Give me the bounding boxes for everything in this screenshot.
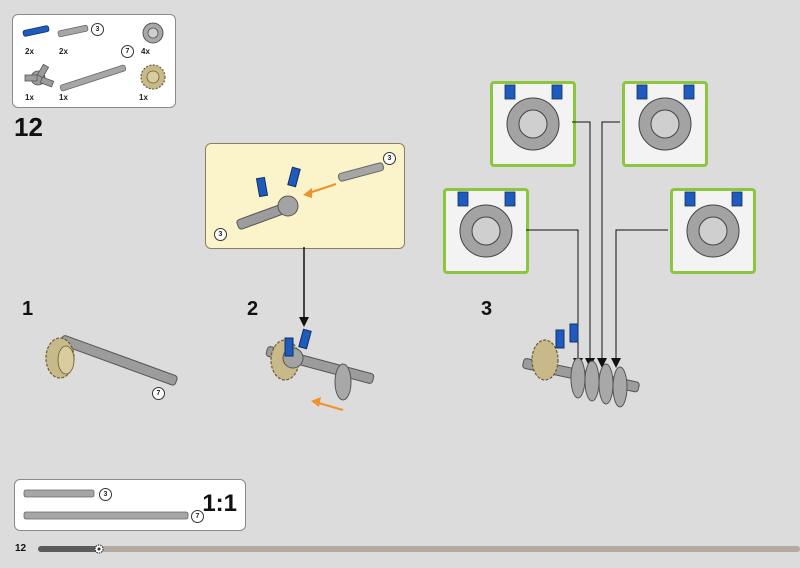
progress-fill xyxy=(38,546,99,552)
axle-connector-icon xyxy=(24,63,55,88)
scale-reference: 3 7 1:1 xyxy=(14,479,246,531)
axle-length-badge: 7 xyxy=(152,387,165,400)
axle-length-badge: 3 xyxy=(214,228,227,241)
tan-gear-icon xyxy=(140,64,166,90)
gear-marker-icon xyxy=(94,544,104,554)
blue-pin-icon xyxy=(22,25,50,37)
substep-label-1: 1 xyxy=(22,298,34,320)
step-number: 12 xyxy=(14,112,43,142)
progress-bar xyxy=(38,544,800,554)
sub-assembly-callout: 3 3 xyxy=(205,143,405,249)
scale-label: 1:1 xyxy=(202,490,237,517)
page-number: 12 xyxy=(15,543,27,554)
callout-arrow xyxy=(299,247,309,327)
scale-axle-3 xyxy=(23,489,95,498)
axle-length-badge: 7 xyxy=(121,45,134,58)
gear-axle-illustration xyxy=(45,335,178,386)
part-qty: 1x xyxy=(139,93,148,102)
part-qty: 1x xyxy=(25,93,34,102)
axle-7-icon xyxy=(59,64,127,92)
gear-connector-wheel-illustration xyxy=(265,328,375,411)
part-qty: 2x xyxy=(25,47,34,56)
axle-length-badge: 3 xyxy=(91,23,104,36)
axle-3-icon xyxy=(57,24,89,38)
part-qty: 1x xyxy=(59,93,68,102)
substep-label-3: 3 xyxy=(481,298,493,320)
part-qty: 2x xyxy=(59,47,68,56)
axle-length-badge: 3 xyxy=(99,488,112,501)
parts-list: 2x 3 2x 4x 1x 7 1x 1x xyxy=(12,14,176,108)
axle-length-badge: 3 xyxy=(383,152,396,165)
wedge-belt-wheel-icon xyxy=(142,22,164,44)
substep-label-2: 2 xyxy=(247,298,259,320)
scale-axle-7 xyxy=(23,511,189,520)
axle-length-badge: 7 xyxy=(191,510,204,523)
connector-assembly-illustration xyxy=(236,162,385,230)
part-qty: 4x xyxy=(141,47,150,56)
